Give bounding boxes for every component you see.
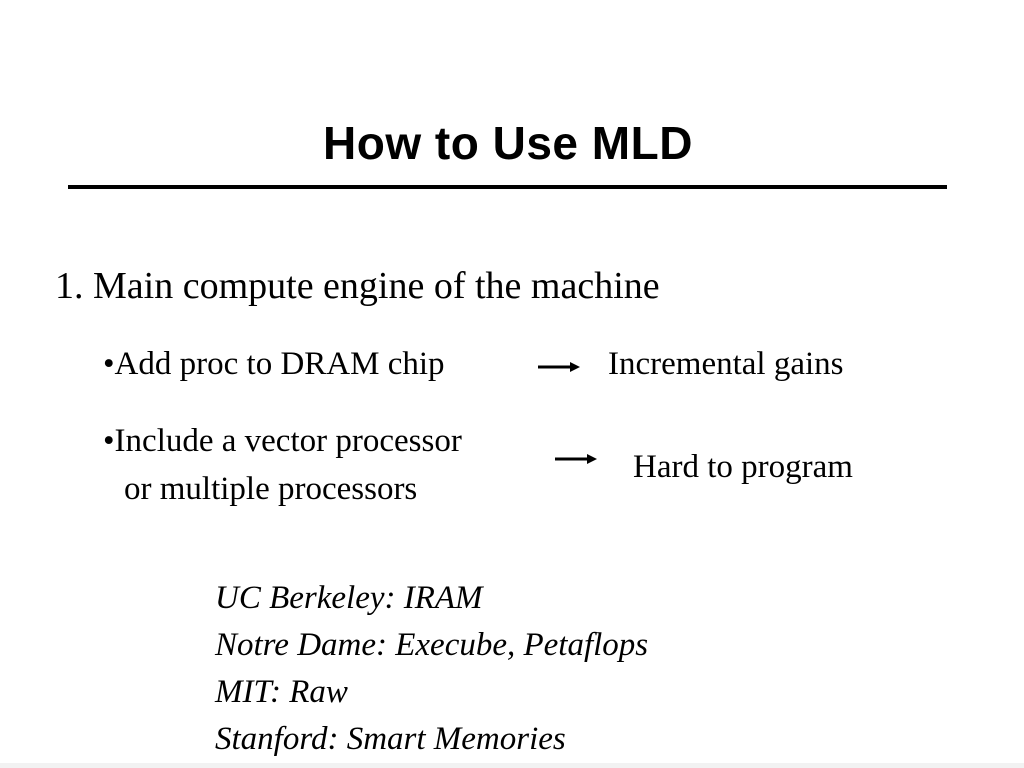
bullet-add-proc: •Add proc to DRAM chip xyxy=(103,346,445,382)
main-point-heading: 1. Main compute engine of the machine xyxy=(55,265,660,307)
bullet-vector-processor-continuation: or multiple processors xyxy=(124,471,418,507)
bullet-vector-processor-result: Hard to program xyxy=(633,449,853,485)
title-underline xyxy=(68,185,947,189)
example-item: Stanford: Smart Memories xyxy=(215,721,566,757)
right-arrow-icon xyxy=(555,454,597,464)
example-item: Notre Dame: Execube, Petaflops xyxy=(215,627,649,663)
bullet-add-proc-result: Incremental gains xyxy=(608,346,844,382)
example-item: UC Berkeley: IRAM xyxy=(215,580,483,616)
bottom-edge xyxy=(0,763,1024,768)
examples-list: UC Berkeley: IRAM Notre Dame: Execube, P… xyxy=(215,575,648,763)
right-arrow-icon xyxy=(538,362,580,372)
example-item: MIT: Raw xyxy=(215,674,348,710)
bullet-vector-processor: •Include a vector processor xyxy=(103,423,462,459)
slide-title: How to Use MLD xyxy=(323,117,693,169)
